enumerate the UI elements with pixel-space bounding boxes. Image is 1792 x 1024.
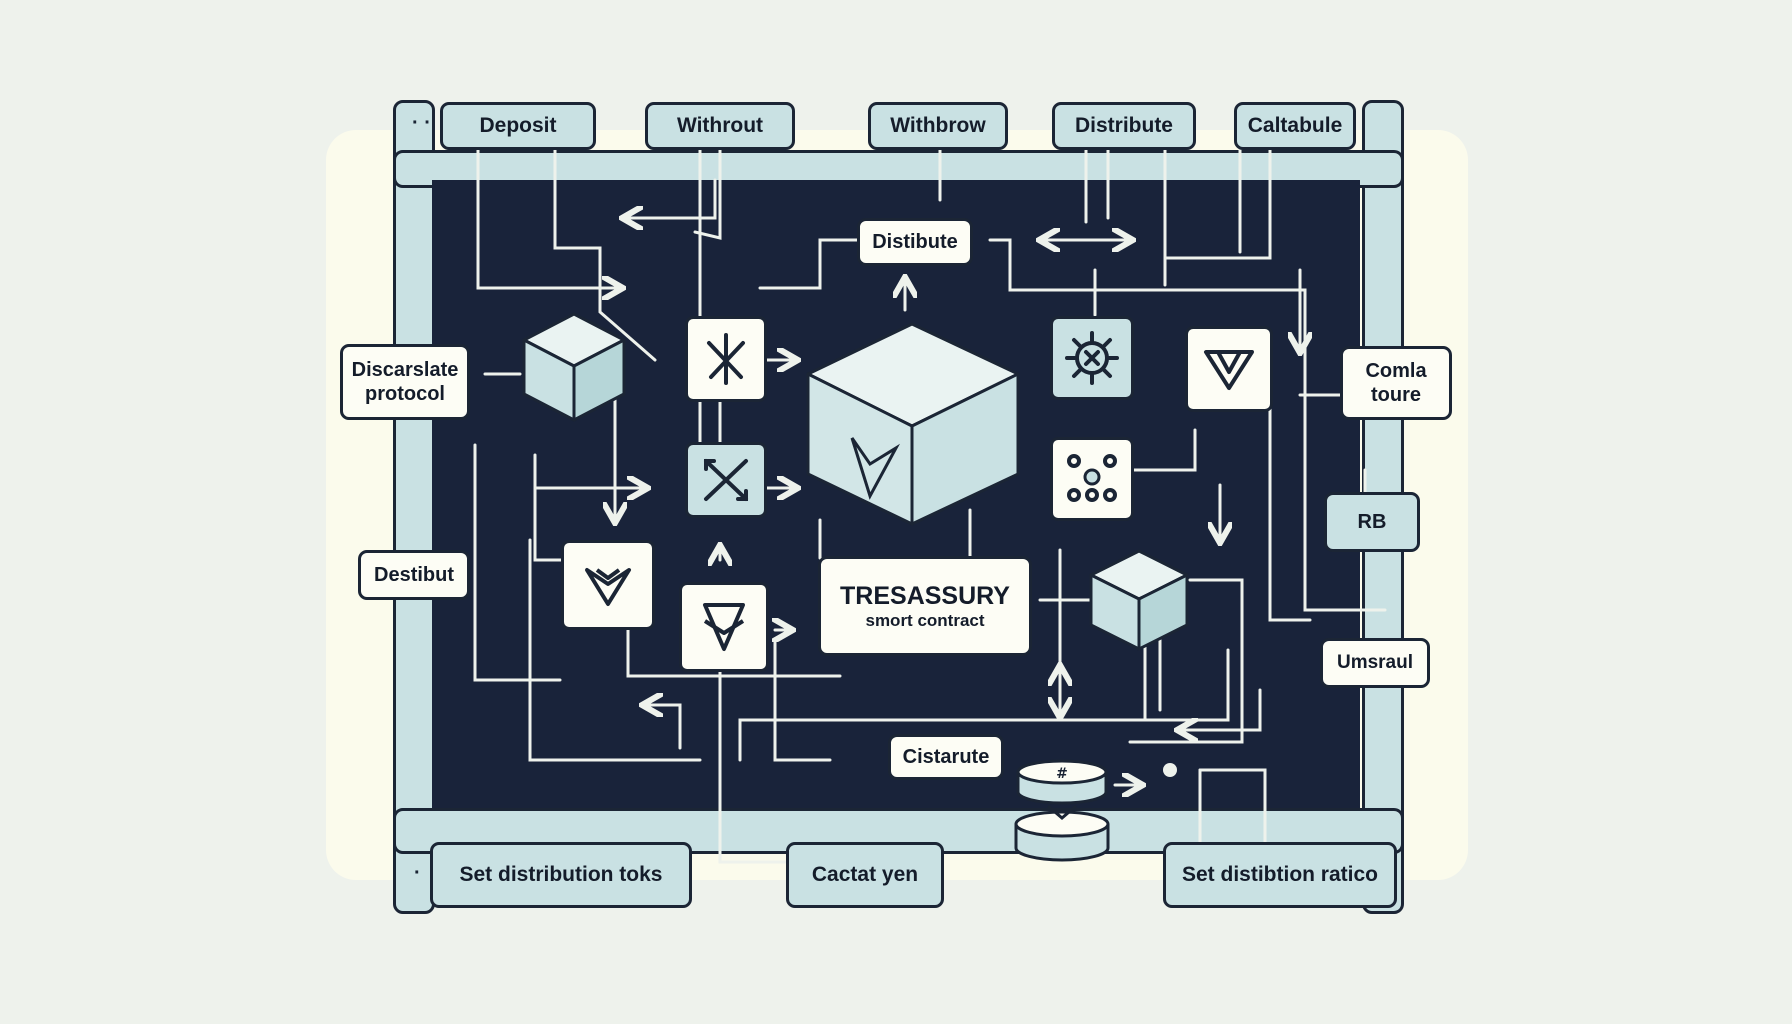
cube-icon xyxy=(522,312,626,422)
treasury-title: TRESASSURY xyxy=(840,581,1010,610)
dots-grid-icon-tile[interactable] xyxy=(1050,437,1134,521)
gear-icon-tile[interactable] xyxy=(1050,316,1134,400)
chevron-tile-left[interactable] xyxy=(561,540,655,630)
coin-stack-icon: # xyxy=(1014,759,1110,862)
set-distibtion-ratico-label: Set distibtion ratico xyxy=(1163,842,1397,908)
caltabule-label: Caltabule xyxy=(1234,102,1356,150)
chevron-tile-right[interactable] xyxy=(1185,326,1273,412)
distibute-inner-label: Distibute xyxy=(857,218,973,266)
cistarute-label: Cistarute xyxy=(888,734,1004,780)
gear-icon xyxy=(1065,331,1119,385)
dots-grid-icon xyxy=(1067,454,1117,502)
set-distribution-toks-label: Set distribution toks xyxy=(430,842,692,908)
rail-dots-left: · · xyxy=(412,112,431,134)
distribute-top-label: Distribute xyxy=(1052,102,1196,150)
rb-label: RB xyxy=(1324,492,1420,552)
chevron-tile-center[interactable] xyxy=(679,582,769,672)
arrow-split-icon-tile[interactable] xyxy=(685,316,767,402)
destibut-label: Destibut xyxy=(358,550,470,600)
cube-icon xyxy=(1089,549,1189,651)
arrow-split-icon xyxy=(707,333,745,385)
svg-text:#: # xyxy=(1056,766,1068,782)
withrout-label: Withrout xyxy=(645,102,795,150)
chevron-down-icon xyxy=(703,603,745,651)
cross-arrows-icon-tile[interactable] xyxy=(685,442,767,518)
chevron-down-icon xyxy=(1204,350,1254,390)
comla-toure-label: Comla toure xyxy=(1340,346,1452,420)
treasury-smart-contract: TRESASSURY smort contract xyxy=(818,556,1032,656)
withbrow-label: Withbrow xyxy=(868,102,1008,150)
chevron-down-icon xyxy=(585,568,631,606)
discarslate-protocol-label: Discarslate protocol xyxy=(340,344,470,420)
deposit-label: Deposit xyxy=(440,102,596,150)
arrow-split-icon xyxy=(704,459,748,501)
rail-dots-bottom: · xyxy=(414,862,421,884)
treasury-subtitle: smort contract xyxy=(865,610,985,630)
umsraul-label: Umsraul xyxy=(1320,638,1430,688)
cube-icon xyxy=(806,322,1020,526)
cactat-yen-label: Cactat yen xyxy=(786,842,944,908)
